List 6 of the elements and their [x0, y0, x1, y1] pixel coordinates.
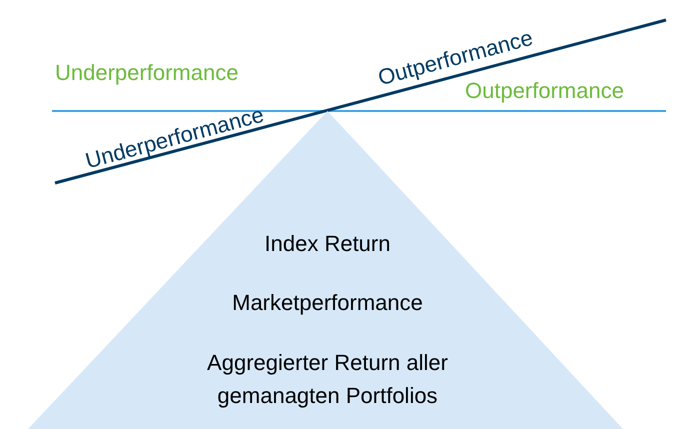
- body-text: Aggregierter Return aller gemanagten Portfolios: [206, 349, 449, 410]
- triangle-shape: [28, 111, 623, 429]
- heading-text: Index Return: [264, 230, 392, 258]
- zone-label: Outperformance: [465, 78, 624, 104]
- body-text: Marketperformance: [231, 289, 424, 317]
- zone-label: Underperformance: [55, 60, 238, 86]
